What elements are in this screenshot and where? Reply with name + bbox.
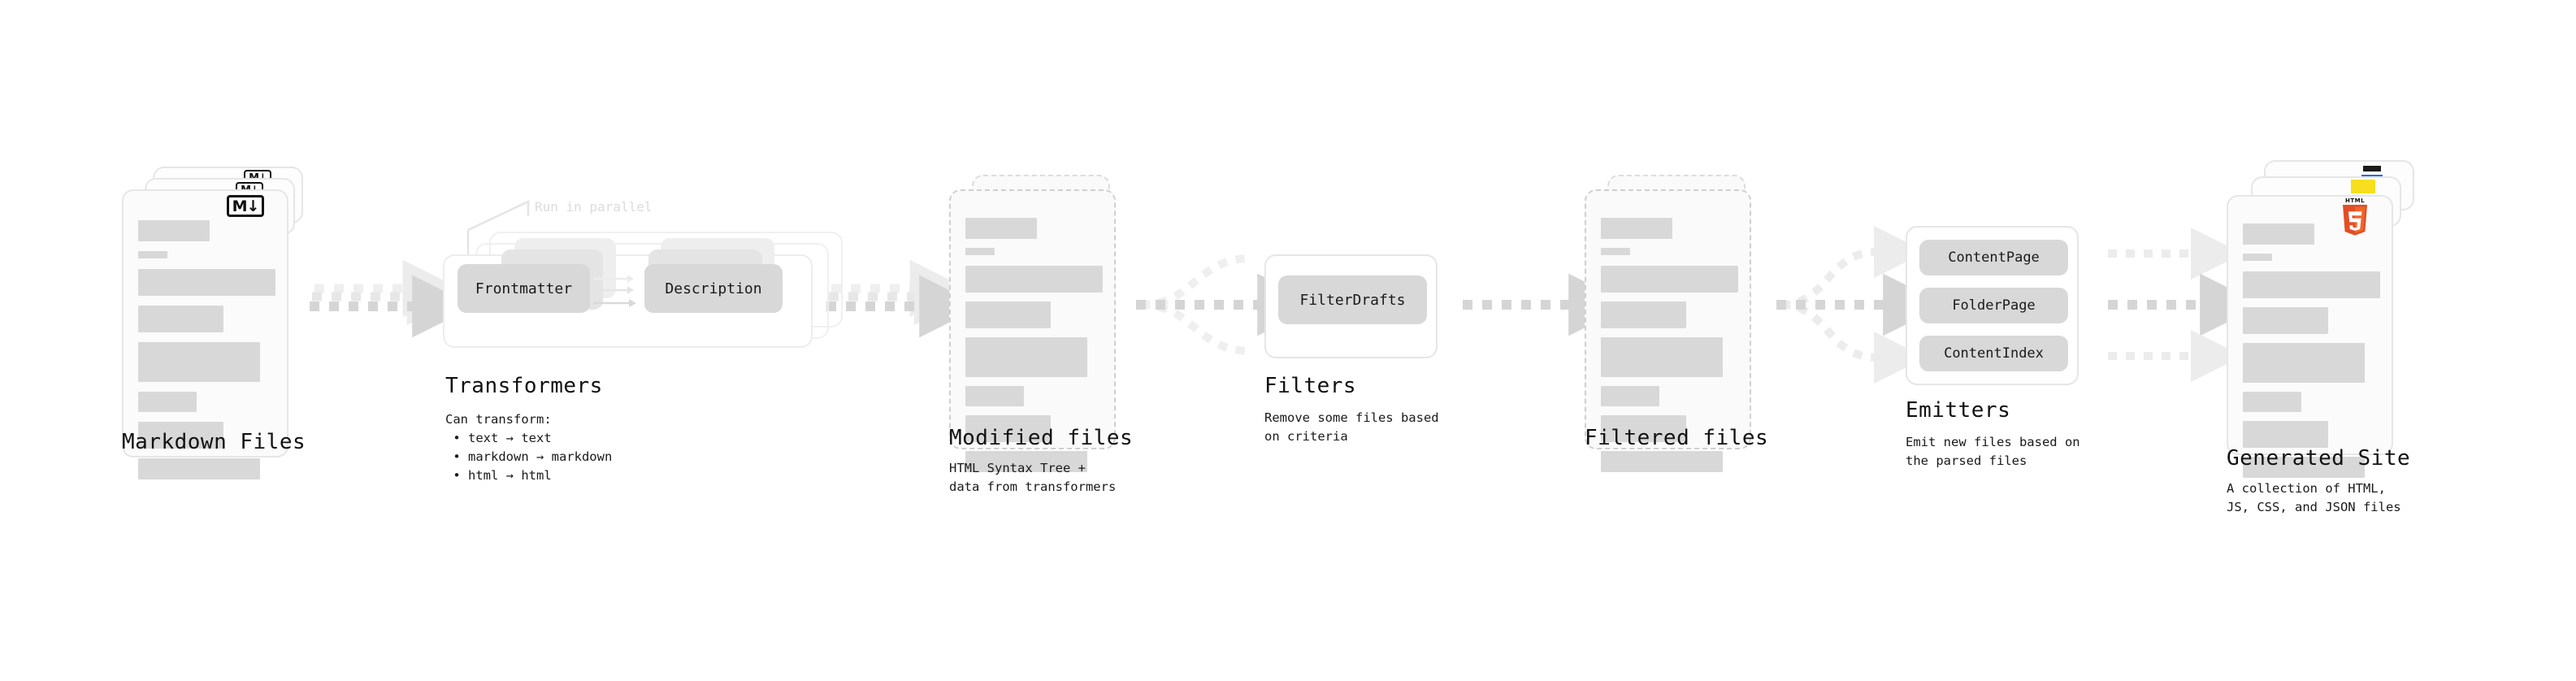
css-badge-dots [2363, 166, 2381, 171]
doc-bar [138, 220, 210, 241]
doc-bar [1601, 248, 1630, 255]
doc-bar [138, 251, 167, 258]
markdown-badge: M↓ [227, 195, 264, 217]
doc-bar [1601, 415, 1686, 442]
doc-bar [965, 218, 1037, 239]
filter-pill-filterdrafts[interactable]: FilterDrafts [1278, 275, 1427, 324]
doc-bar [965, 301, 1051, 328]
doc-bar [138, 458, 260, 479]
doc-bar [965, 451, 1087, 472]
transformer-pill-frontmatter-label: Frontmatter [475, 280, 573, 297]
stage-subtitle-filters: Remove some files based on criteria [1264, 410, 1439, 444]
stage-transformers: Frontmatter Description [443, 232, 843, 362]
markdown-card-front [122, 189, 288, 479]
stage-filtered-files [1585, 175, 1796, 472]
doc-bar [2243, 457, 2365, 478]
stage-subtitle-emitters: Emit new files based on the parsed files [1906, 435, 2080, 468]
transformer-pill-description-label: Description [665, 280, 762, 297]
stage-title-modified-files: Modified files [949, 426, 1134, 450]
stage-markdown-files: M↓ M↓ M↓ [122, 167, 333, 479]
emitter-pill-folderpage-label: FolderPage [1952, 297, 2036, 314]
stage-subtitle-generated-site: A collection of HTML, JS, CSS, and JSON … [2227, 481, 2401, 514]
stage-title-transformers: Transformers [445, 374, 603, 398]
run-in-parallel-note: Run in parallel [535, 199, 653, 215]
doc-bar [965, 386, 1024, 406]
emitter-pill-folderpage[interactable]: FolderPage [1919, 288, 2068, 323]
stage-subtitle-transformers: Can transform: • text → text • markdown … [445, 412, 613, 483]
doc-bar [1601, 386, 1659, 406]
doc-bar [965, 248, 995, 255]
doc-bar [138, 392, 197, 412]
doc-bar [1601, 451, 1723, 472]
connector-emitters-to-site [2108, 227, 2262, 382]
doc-bar [138, 306, 223, 332]
stage-subtitle-modified-files: HTML Syntax Tree + data from transformer… [949, 461, 1117, 494]
doc-bar [2243, 254, 2272, 261]
html5-icon: HTML [2341, 197, 2369, 237]
doc-bar [2243, 421, 2328, 448]
stage-title-markdown-files: Markdown Files [122, 430, 306, 454]
doc-bar [2243, 307, 2328, 334]
doc-bar [138, 342, 260, 382]
emitter-pill-contentpage-label: ContentPage [1948, 249, 2040, 266]
js-badge [2351, 180, 2375, 193]
doc-bar [965, 337, 1087, 377]
stage-generated-site: HTML [2227, 160, 2454, 478]
html5-wordmark: HTML [2344, 197, 2366, 204]
doc-bar [2243, 223, 2314, 245]
emitter-pill-contentpage[interactable]: ContentPage [1919, 240, 2068, 275]
emitter-pill-contentindex[interactable]: ContentIndex [1919, 336, 2068, 371]
doc-bar [1601, 301, 1686, 328]
emitter-pill-contentindex-label: ContentIndex [1944, 345, 2044, 362]
transformer-pill-description[interactable]: Description [644, 264, 783, 313]
doc-bar [1601, 218, 1672, 239]
filtered-card-front [1585, 189, 1751, 472]
emitters-card: ContentPage FolderPage ContentIndex [1906, 226, 2079, 385]
doc-bar [2243, 343, 2365, 383]
stage-title-emitters: Emitters [1906, 398, 2011, 423]
doc-bar [965, 415, 1051, 442]
doc-bar [138, 269, 275, 296]
modified-card-front [949, 189, 1116, 472]
doc-bar [1601, 266, 1738, 293]
stage-title-filters: Filters [1264, 374, 1357, 398]
generated-card-front [2227, 195, 2393, 478]
transformer-inner-arrows [593, 275, 636, 307]
doc-bar [965, 266, 1103, 293]
transformer-pill-frontmatter[interactable]: Frontmatter [458, 264, 590, 313]
stage-title-generated-site: Generated Site [2227, 446, 2411, 471]
filters-card: FilterDrafts [1264, 254, 1438, 358]
stage-title-filtered-files: Filtered files [1585, 426, 1769, 450]
doc-bar [1601, 337, 1723, 377]
doc-bar [138, 422, 223, 449]
stage-modified-files [949, 175, 1160, 472]
doc-bar [2243, 392, 2301, 412]
filter-pill-filterdrafts-label: FilterDrafts [1299, 291, 1406, 309]
doc-bar [2243, 271, 2380, 298]
